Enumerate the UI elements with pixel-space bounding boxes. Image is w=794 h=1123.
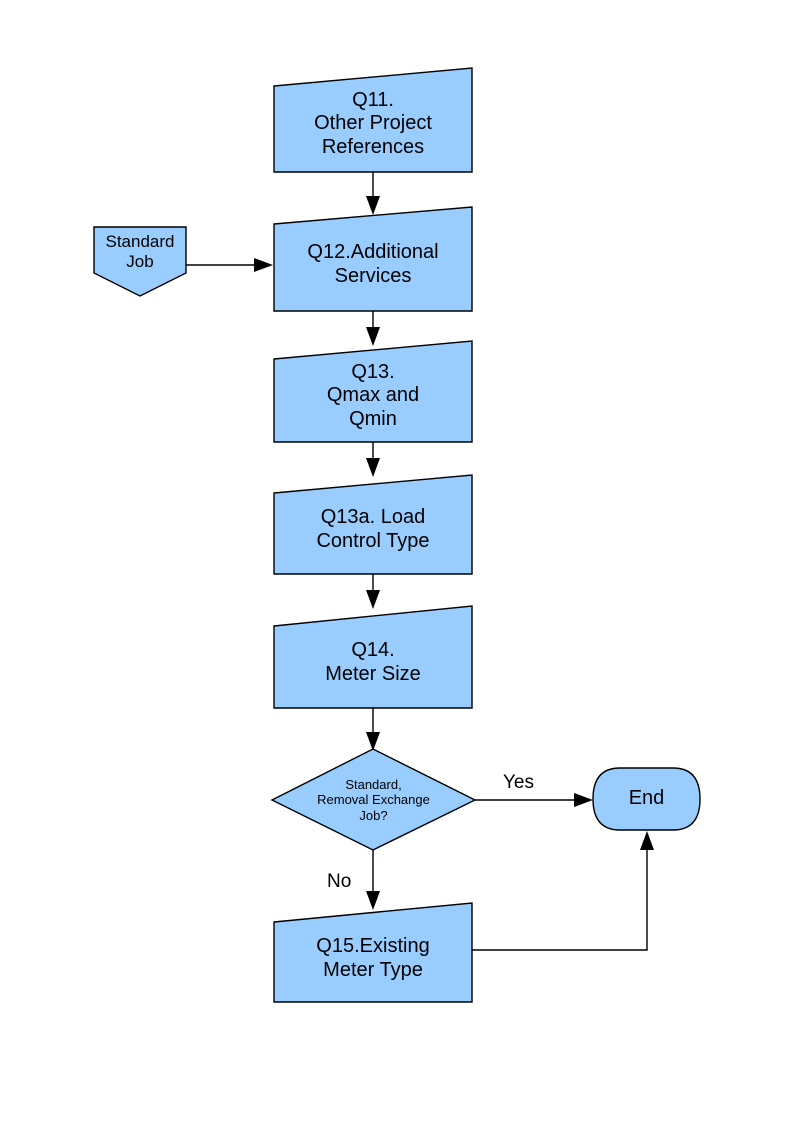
edge-q11-q12 bbox=[366, 172, 380, 215]
edge-q15-end bbox=[472, 831, 654, 951]
edge-decision-end-yes bbox=[475, 793, 593, 807]
node-end-shape[interactable] bbox=[592, 767, 701, 831]
node-q12-shape[interactable] bbox=[273, 206, 473, 312]
edge-label-yes: Yes bbox=[503, 772, 534, 793]
edge-decision-q15-no bbox=[366, 850, 380, 910]
node-standard-job-shape[interactable] bbox=[93, 226, 187, 297]
edge-q13a-q14 bbox=[366, 574, 380, 609]
node-q11-shape[interactable] bbox=[273, 67, 473, 173]
node-q13-shape[interactable] bbox=[273, 340, 473, 443]
edge-q14-decision bbox=[366, 708, 380, 751]
node-decision-shape[interactable] bbox=[270, 748, 477, 851]
edge-q12-q13 bbox=[366, 311, 380, 346]
node-q13a-shape[interactable] bbox=[273, 474, 473, 575]
node-q14-shape[interactable] bbox=[273, 605, 473, 709]
edge-standard-job-q12 bbox=[186, 258, 273, 272]
node-q15-shape[interactable] bbox=[273, 902, 473, 1003]
edge-label-no: No bbox=[327, 871, 352, 892]
edge-q13-q13a bbox=[366, 442, 380, 477]
